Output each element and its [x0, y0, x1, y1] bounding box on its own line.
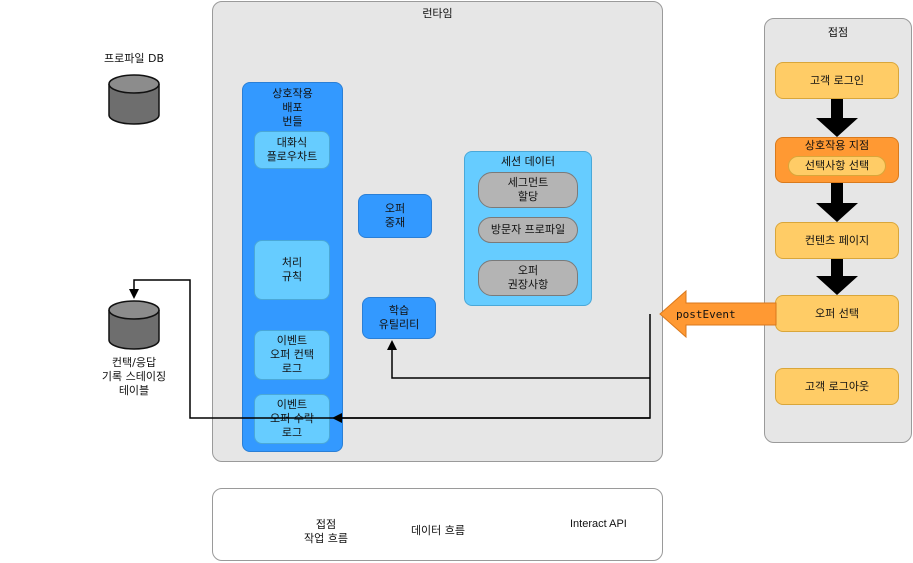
offer-recommendation-box: 오퍼 권장사항 — [478, 260, 578, 296]
dataflow-legend-label: 데이터 흐름 — [410, 524, 466, 537]
workflow-arrow — [816, 183, 858, 222]
api-legend-label: Interact API — [570, 518, 627, 530]
session-data-title: 세션 데이터 — [500, 155, 556, 168]
contact-log-box: 이벤트 오퍼 컨택 로그 — [254, 330, 330, 380]
treatment-rules-box: 처리 규칙 — [254, 240, 330, 300]
profile-db-label: 프로파일 DB — [104, 52, 164, 65]
accept-log-box: 이벤트 오퍼 수락 로그 — [254, 394, 330, 444]
workflow-legend-label: 접점 작업 흐름 — [304, 518, 348, 545]
offer-select-box: 오퍼 선택 — [775, 295, 899, 332]
dataflow-to-learning — [387, 340, 650, 379]
learning-utility-box: 학습 유틸리티 — [362, 297, 436, 339]
bundle-title: 상호작용 배포 번들 — [272, 87, 313, 128]
customer-login-box: 고객 로그인 — [775, 62, 899, 99]
offer-suppression-box: 오퍼 중재 — [358, 194, 432, 238]
post-event-label: postEvent — [676, 308, 736, 321]
interaction-point-label: 상호작용 지점 — [804, 139, 870, 152]
runtime-title: 런타임 — [422, 7, 453, 20]
segment-assignment-box: 세그먼트 할당 — [478, 172, 578, 208]
visitor-profile-box: 방문자 프로파일 — [478, 217, 578, 243]
touchpoint-title: 접점 — [827, 26, 849, 39]
workflow-arrow — [816, 99, 858, 137]
customer-logout-box: 고객 로그아웃 — [775, 368, 899, 405]
selection-choice-box: 선택사항 선택 — [788, 156, 886, 176]
content-page-box: 컨텐츠 페이지 — [775, 222, 899, 259]
response-db-label: 컨택/응답 기록 스테이징 테이블 — [101, 356, 167, 397]
database-icon — [108, 74, 160, 125]
workflow-arrow — [816, 259, 858, 295]
interactive-flowchart-box: 대화식 플로우차트 — [254, 131, 330, 169]
dataflow-to-contact-history — [129, 279, 651, 419]
legend-panel — [212, 488, 663, 561]
api-arrow — [659, 289, 777, 339]
database-icon — [108, 300, 160, 350]
